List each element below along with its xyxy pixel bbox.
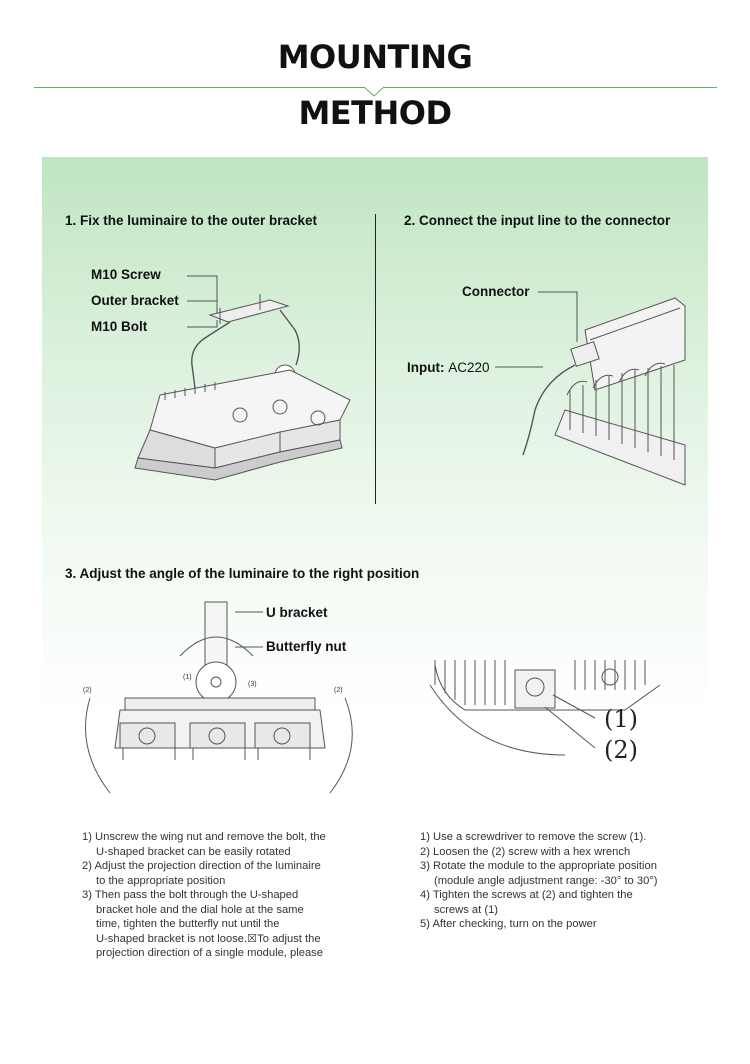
- label-connector: Connector: [462, 284, 530, 299]
- luminaire-bracket-illustration: [134, 275, 351, 481]
- module-detail-illustration: [429, 660, 661, 756]
- mark-2-left: (2): [83, 687, 92, 694]
- right-instruction-line: 4) Tighten the screws at (2) and tighten…: [420, 889, 633, 901]
- right-instructions: 1) Use a screwdriver to remove the screw…: [420, 830, 658, 932]
- right-instruction-line: screws at (1): [434, 903, 499, 916]
- right-instruction-line: 2) Loosen the (2) screw with a hex wrenc…: [420, 845, 631, 858]
- page-title-line1: MOUNTING: [277, 38, 473, 76]
- right-instruction-line: 5) After checking, turn on the power: [420, 918, 597, 930]
- right-instruction-line: (module angle adjustment range: -30° to …: [434, 874, 658, 887]
- label-m10-screw: M10 Screw: [91, 267, 161, 282]
- left-instruction-line: time, tighten the butterfly nut until th…: [96, 918, 280, 930]
- left-instructions: 1) Unscrew the wing nut and remove the b…: [82, 830, 326, 961]
- right-instruction-line: 1) Use a screwdriver to remove the screw…: [420, 831, 647, 843]
- step-separator: [375, 214, 376, 504]
- right-instruction-line: 3) Rotate the module to the appropriate …: [420, 860, 657, 872]
- page-title-line2: METHOD: [298, 94, 452, 132]
- left-instruction-line: 1) Unscrew the wing nut and remove the b…: [82, 831, 326, 843]
- left-instruction-line: bracket hole and the dial hole at the sa…: [96, 903, 304, 916]
- label-input-key: Input:: [407, 360, 445, 375]
- connector-illustration: [495, 291, 686, 486]
- left-instruction-line: 2) Adjust the projection direction of th…: [82, 860, 321, 872]
- label-input: Input: AC220: [407, 360, 490, 375]
- left-instruction-line: 3) Then pass the bolt through the U-shap…: [82, 889, 299, 901]
- detail-mark-1: (1): [604, 705, 638, 733]
- step3-heading: 3. Adjust the angle of the luminaire to …: [65, 566, 420, 581]
- label-m10-bolt: M10 Bolt: [91, 319, 148, 334]
- mark-1: (1): [183, 674, 192, 681]
- left-instruction-line: to the appropriate position: [96, 874, 226, 887]
- left-instruction-line: U-shaped bracket is not loose.☒To adjust…: [96, 932, 321, 945]
- divider-notch: [363, 86, 385, 97]
- label-input-value: AC220: [448, 360, 490, 375]
- mark-3: (3): [248, 681, 257, 688]
- step1-heading: 1. Fix the luminaire to the outer bracke…: [65, 213, 318, 228]
- step2-heading: 2. Connect the input line to the connect…: [404, 213, 671, 228]
- angle-adjust-illustration: [85, 601, 353, 794]
- mark-2-right: (2): [334, 687, 343, 694]
- left-instruction-line: projection direction of a single module,…: [96, 947, 323, 959]
- label-butterfly-nut: Butterfly nut: [266, 639, 347, 654]
- label-outer-bracket: Outer bracket: [91, 293, 179, 308]
- label-u-bracket: U bracket: [266, 605, 328, 620]
- detail-mark-2: (2): [604, 736, 638, 764]
- left-instruction-line: U-shaped bracket can be easily rotated: [96, 845, 291, 858]
